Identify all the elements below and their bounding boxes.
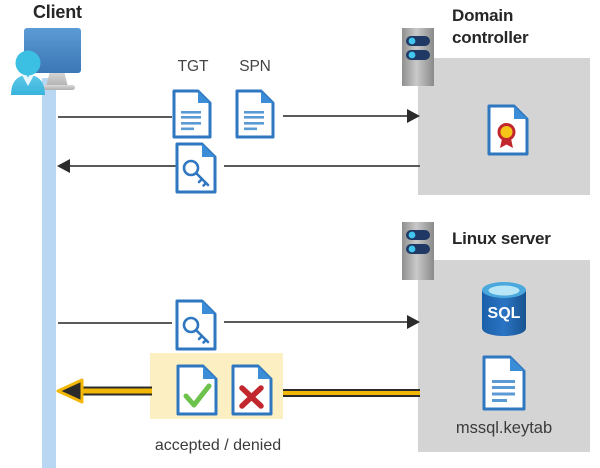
linux-server-label: Linux server (452, 229, 551, 248)
client-label: Client (33, 2, 82, 22)
linux-server-rack-icon (402, 222, 434, 280)
auth-result-line-right (283, 389, 420, 397)
spn-label: SPN (239, 58, 271, 75)
spn-document-icon (235, 89, 275, 139)
key-document-icon-lower (175, 299, 217, 351)
domain-controller-label-line2: controller (452, 28, 529, 47)
domain-controller-server-rack-icon (402, 28, 434, 86)
key-document-icon-upper (175, 142, 217, 194)
message-line-ticket-left (56, 157, 176, 175)
message-line-ticket-right (224, 165, 420, 167)
svg-text:SQL: SQL (488, 305, 521, 322)
certificate-document-icon (487, 104, 529, 156)
client-lifeline (42, 78, 56, 468)
tgt-label: TGT (177, 58, 209, 75)
message-line-request-right (283, 108, 421, 126)
auth-result-caption: accepted / denied (154, 437, 282, 454)
keytab-document-icon (482, 355, 526, 411)
message-line-present-left (58, 322, 172, 324)
accepted-document-icon (176, 364, 218, 416)
user-with-monitor-icon (6, 25, 98, 97)
auth-result-line-left (56, 378, 152, 404)
message-line-present-right (224, 314, 421, 332)
tgt-document-icon (172, 89, 212, 139)
sql-database-icon: SQL (478, 281, 530, 337)
message-line-request-left (58, 116, 172, 118)
keytab-file-label: mssql.keytab (455, 419, 553, 437)
domain-controller-label-line1: Domain (452, 6, 514, 25)
denied-document-icon (231, 364, 273, 416)
